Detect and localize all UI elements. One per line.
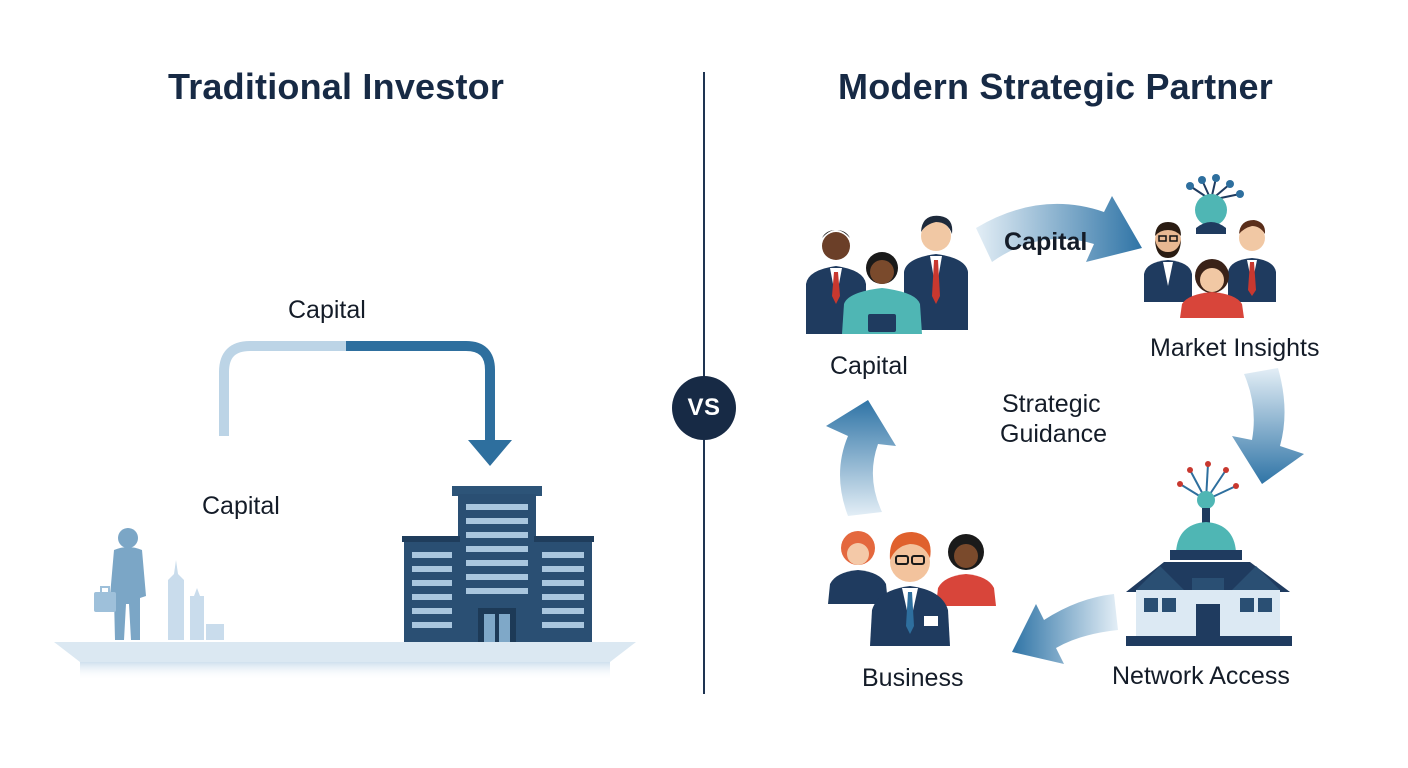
vs-badge: VS: [672, 376, 736, 440]
ground-platform: [54, 642, 636, 680]
office-building-icon: [402, 486, 594, 642]
cycle-arrow-top: [976, 196, 1142, 262]
network-hub-building-icon: [1126, 461, 1292, 646]
node-network-access-label: Network Access: [1112, 662, 1290, 690]
node-business-label: Business: [862, 664, 964, 692]
left-panel-title: Traditional Investor: [168, 66, 505, 107]
node-capital-label: Capital: [830, 352, 908, 380]
investor-silhouette-icon: [94, 528, 146, 640]
right-panel-title: Modern Strategic Partner: [838, 66, 1273, 107]
market-insights-team-icon: [1144, 174, 1276, 318]
capital-arrow: [219, 341, 512, 466]
vs-label: VS: [687, 394, 721, 421]
cycle-arrow-right: [1232, 368, 1304, 484]
business-team-icon: [828, 531, 996, 646]
skyline-silhouette-icon: [168, 560, 224, 640]
center-strategic-label: Strategic: [1002, 390, 1101, 418]
top-arrow-capital-label: Capital: [1004, 228, 1088, 256]
left-arrow-capital-label: Capital: [288, 296, 366, 324]
center-guidance-label: Guidance: [1000, 420, 1108, 448]
node-market-insights-label: Market Insights: [1150, 334, 1320, 362]
cycle-arrow-left: [826, 400, 896, 516]
investor-capital-label: Capital: [202, 492, 280, 520]
investors-group-icon: [806, 215, 968, 334]
cycle-arrow-bottom: [1012, 594, 1118, 664]
